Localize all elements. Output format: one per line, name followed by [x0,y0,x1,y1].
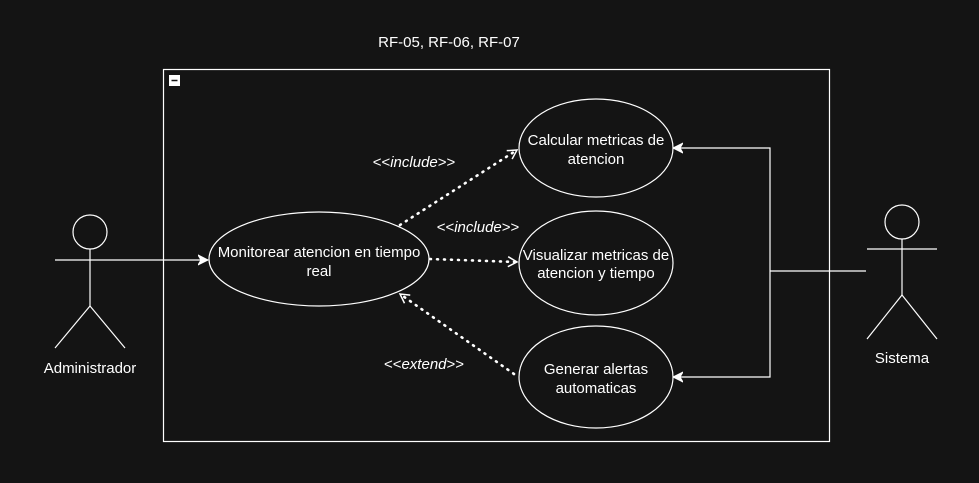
include-label-calc: <<include>> [373,154,456,171]
association-sistema-calc[interactable] [673,148,771,271]
use-case-monitorear[interactable]: Monitorear atencion en tiempo real [208,211,430,307]
actor-right-leg [901,294,938,340]
use-case-label-line1: Monitorear atencion en tiempo [218,244,421,261]
actor-administrador[interactable]: Administrador [44,214,137,377]
use-case-label-line1: Visualizar metricas de [523,247,669,264]
system-boundary [162,68,831,443]
actor-label-administrador: Administrador [44,360,137,377]
actor-head [72,214,108,250]
use-case-label-line2: automaticas [556,380,637,397]
use-case-calcular[interactable]: Calcular metricas de atencion [518,98,674,198]
actor-right-leg [89,305,126,349]
include-label-visual: <<include>> [437,219,520,236]
actor-head [884,204,920,240]
minus-box-icon[interactable] [169,75,180,86]
use-case-label-line2: atencion y tiempo [537,265,655,282]
use-case-label-line1: Generar alertas [544,361,648,378]
actor-left-leg [866,294,903,340]
system-boundary-title: RF-05, RF-06, RF-07 [378,34,520,51]
actor-left-leg [54,305,91,349]
include-relation-visual[interactable] [428,256,519,268]
include-relation-calc[interactable] [398,148,519,227]
extend-label-alerts: <<extend>> [384,356,464,373]
use-case-label-line2: atencion [568,151,625,168]
use-case-visualizar[interactable]: Visualizar metricas de atencion y tiempo [518,210,674,316]
use-case-generar-alertas[interactable]: Generar alertas automaticas [518,325,674,429]
use-case-label-line2: real [306,263,331,280]
association-sistema-alerts[interactable] [673,271,771,377]
use-case-label-line1: Calcular metricas de [528,132,665,149]
actor-sistema[interactable]: Sistema [866,204,938,367]
extend-relation-alerts[interactable] [398,292,516,376]
actor-label-sistema: Sistema [875,350,930,367]
